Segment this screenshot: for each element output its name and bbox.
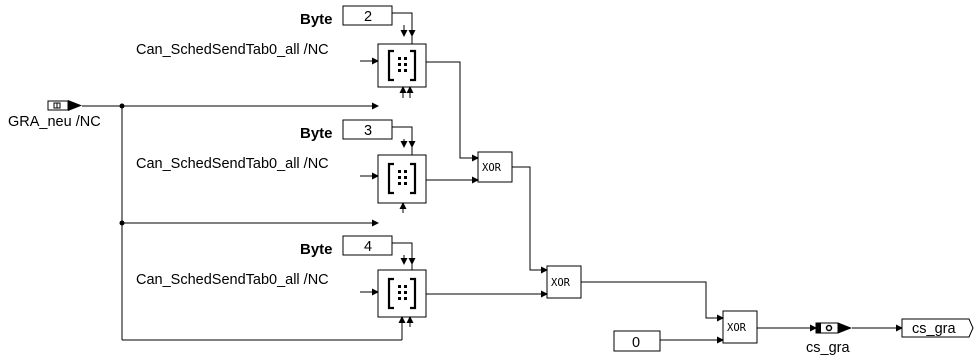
byte-value-box[interactable] (342, 5, 393, 26)
variable-block[interactable] (815, 322, 852, 334)
variable-label: cs_gra (806, 340, 850, 356)
inport-label: GRA_neu /NC (8, 114, 101, 130)
inport-gra-neu[interactable] (47, 100, 82, 111)
outport-label: cs_gra (912, 321, 956, 337)
xor-label: XOR (727, 322, 747, 334)
wire-xor2-to-xor3 (581, 281, 724, 322)
byte-value: 3 (364, 123, 372, 139)
wire-byte1-to-xor1 (426, 61, 479, 162)
bit-extract-block[interactable] (377, 154, 427, 204)
byte-block-3: Byte 4 Can_SchedSendTab0_all /NC (136, 235, 427, 340)
byte-block-1: Byte 2 Can_SchedSendTab0_all /NC (136, 5, 427, 98)
constant-block[interactable]: 0 (613, 330, 661, 352)
outport-block[interactable]: cs_gra (901, 318, 974, 338)
can-signal-label: Can_SchedSendTab0_all /NC (136, 42, 329, 58)
bit-extract-block[interactable] (377, 43, 427, 88)
xor-label: XOR (551, 277, 571, 289)
byte-value-box[interactable] (342, 119, 393, 140)
can-signal-label: Can_SchedSendTab0_all /NC (136, 156, 329, 172)
bit-extract-icon (387, 49, 417, 82)
bit-extract-icon (387, 277, 417, 310)
byte-block-2: Byte 3 Can_SchedSendTab0_all /NC (136, 119, 427, 213)
wire-xor1-to-xor2 (512, 166, 548, 274)
bit-extract-block[interactable] (377, 269, 427, 318)
byte-prefix-label: Byte (300, 125, 333, 142)
xor-block-3[interactable]: XOR (722, 310, 758, 344)
byte-value: 4 (364, 239, 372, 255)
xor-label: XOR (482, 162, 502, 174)
constant-value: 0 (632, 335, 640, 351)
xor-block-1[interactable]: XOR (477, 151, 513, 183)
byte-prefix-label: Byte (300, 11, 333, 28)
byte-value: 2 (364, 9, 372, 25)
xor-block-2[interactable]: XOR (546, 265, 582, 299)
input-wires (82, 102, 402, 341)
byte-prefix-label: Byte (300, 241, 333, 258)
can-signal-label: Can_SchedSendTab0_all /NC (136, 272, 329, 288)
byte-value-box[interactable] (342, 235, 393, 256)
bit-extract-icon (387, 162, 417, 195)
